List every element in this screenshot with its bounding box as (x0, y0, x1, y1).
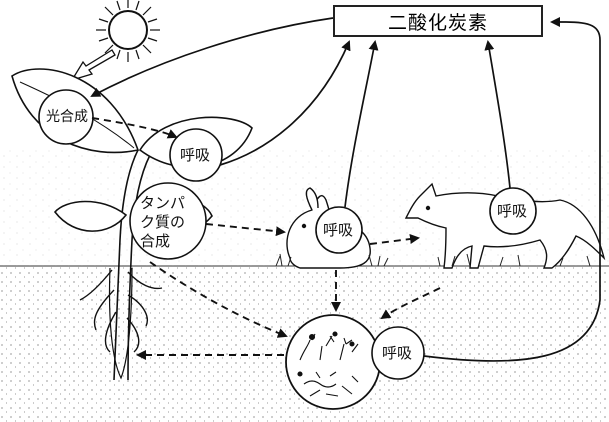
sunlight-arrow (72, 50, 115, 80)
decomposer-respiration-label: 呼吸 (382, 346, 412, 361)
sun-icon (96, 0, 160, 62)
co2-box: 二酸化炭素 (333, 5, 543, 37)
protein-label-line1: タンパ (140, 194, 210, 213)
plant-respiration-label: 呼吸 (180, 148, 210, 163)
photosynthesis-label: 光合成 (46, 110, 88, 124)
co2-label: 二酸化炭素 (388, 8, 488, 35)
rabbit-respiration-label: 呼吸 (323, 223, 353, 238)
decomposer-circle (286, 315, 380, 409)
protein-synthesis-label: タンパ ク質の 合成 (140, 194, 210, 251)
protein-label-line2: ク質の (140, 213, 210, 232)
fox-respiration-label: 呼吸 (497, 204, 527, 219)
protein-label-line3: 合成 (140, 232, 210, 251)
